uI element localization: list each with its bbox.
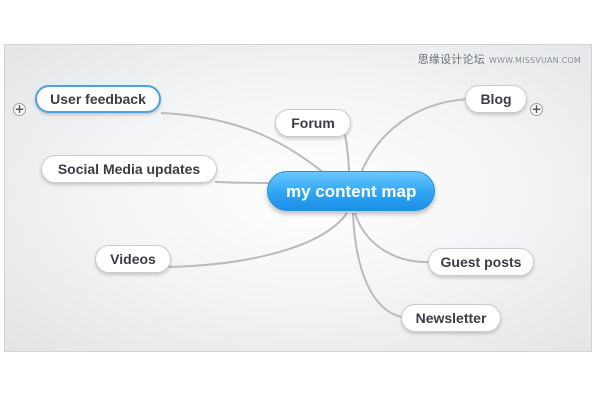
connector-guest-posts — [354, 212, 431, 264]
connector-lines — [160, 98, 469, 319]
topic-blog[interactable]: Blog — [465, 85, 527, 113]
topic-label: Blog — [480, 91, 512, 107]
topic-videos[interactable]: Videos — [95, 245, 171, 273]
topic-label: Social Media updates — [57, 161, 201, 177]
watermark-url: WWW.MISSVUAN.COM — [488, 56, 581, 65]
topic-newsletter[interactable]: Newsletter — [401, 304, 501, 332]
connector-social — [214, 181, 274, 184]
plus-icon[interactable]: + — [530, 102, 543, 116]
connector-videos — [167, 212, 348, 268]
topic-label: Guest posts — [440, 254, 522, 270]
plus-icon[interactable]: + — [13, 102, 26, 116]
topic-label: User feedback — [50, 91, 146, 107]
central-topic[interactable]: my content map — [267, 171, 435, 211]
topic-guest-posts[interactable]: Guest posts — [428, 248, 534, 276]
topic-label: Newsletter — [415, 310, 487, 326]
topic-user-feedback[interactable]: User feedback — [35, 85, 161, 113]
topic-forum[interactable]: Forum — [275, 109, 351, 137]
topic-label: Forum — [291, 115, 335, 131]
topic-label: Videos — [110, 251, 156, 267]
central-topic-label: my content map — [286, 182, 417, 201]
topic-social-media-updates[interactable]: Social Media updates — [41, 155, 217, 183]
connector-newsletter — [352, 212, 409, 319]
watermark-text: 思缘设计论坛 — [417, 53, 485, 66]
